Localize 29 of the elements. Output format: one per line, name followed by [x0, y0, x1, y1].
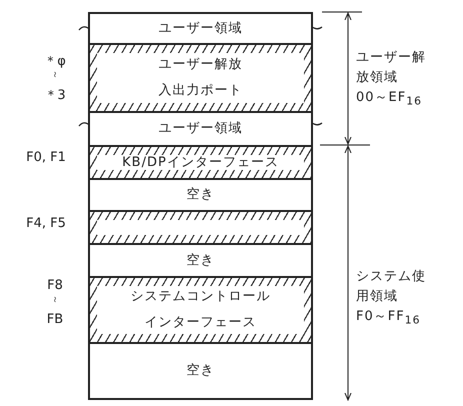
region-label: F0～FF$_{16}$ [356, 308, 422, 329]
range-sign: ～ [48, 69, 60, 81]
region-label: システム使用領域 [356, 268, 427, 306]
address-label: F0, F1 [25, 150, 67, 165]
memory-band [88, 342, 313, 400]
address-label: FB [46, 312, 64, 327]
band-label: 空き [186, 252, 214, 270]
memory-band [88, 111, 313, 147]
hatched-band [88, 43, 313, 113]
band-label: 空き [186, 186, 214, 204]
hatched-band [88, 210, 313, 245]
region-label: 00～EF$_{16}$ [356, 89, 424, 110]
address-label: F8 [46, 278, 64, 293]
address-label: ＊3 [43, 87, 67, 104]
hatched-band [88, 276, 313, 344]
address-label: F4, F5 [25, 216, 67, 231]
memory-band [88, 178, 313, 212]
band-label: ユーザー領域 [158, 20, 242, 38]
memory-band [88, 243, 313, 278]
memory-band [88, 12, 313, 45]
address-label: ＊φ [43, 53, 67, 70]
band-label: ユーザー解放入出力ポート [158, 56, 244, 100]
hatched-band [88, 145, 313, 180]
band-label: KB/DPインターフェース [122, 154, 279, 172]
band-label: 空き [186, 362, 214, 380]
range-sign: ～ [48, 294, 60, 306]
band-label: ユーザー領域 [158, 120, 242, 138]
region-label: ユーザー解放領域 [356, 49, 427, 87]
band-label: システムコントロールインターフェース [130, 288, 272, 332]
